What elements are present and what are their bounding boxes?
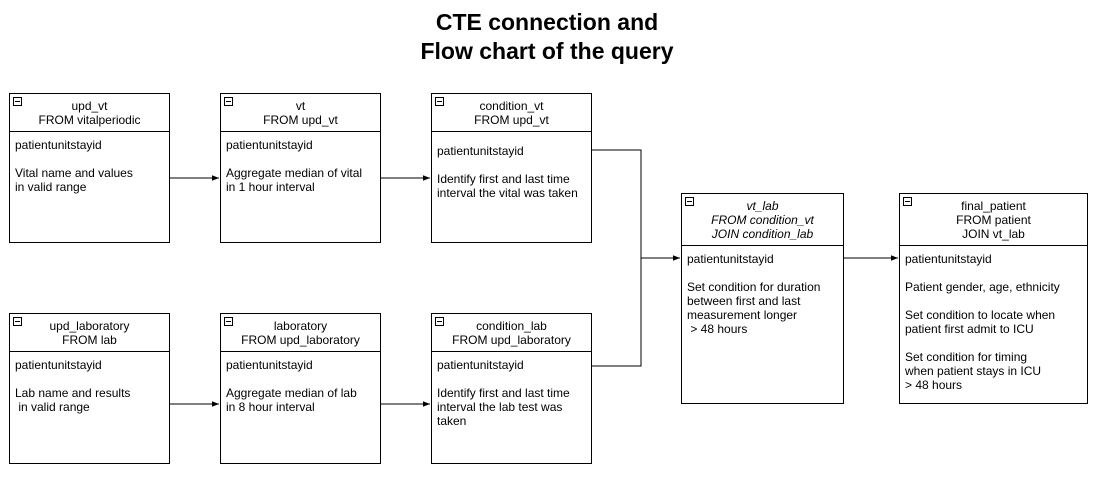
node-vt-lab-source: FROM condition_vt xyxy=(711,213,814,227)
node-laboratory-desc-2: in 8 hour interval xyxy=(226,400,315,414)
node-upd-laboratory-source: FROM lab xyxy=(62,333,117,347)
node-vt[interactable]: vt FROM upd_vt patientunitstayid Aggrega… xyxy=(220,93,381,243)
node-condition-vt-header: condition_vt FROM upd_vt xyxy=(432,94,591,132)
collapse-icon[interactable] xyxy=(435,317,444,326)
node-final-patient-source: FROM patient xyxy=(956,213,1031,227)
node-vt-lab-name: vt_lab xyxy=(746,199,779,213)
node-vt-name: vt xyxy=(295,99,306,113)
node-condition-lab-header: condition_lab FROM upd_laboratory xyxy=(432,314,591,352)
node-condition-vt-desc-2: interval the vital was taken xyxy=(437,186,578,200)
collapse-icon[interactable] xyxy=(903,197,912,206)
node-laboratory-desc-1: Aggregate median of lab xyxy=(226,386,357,400)
node-upd-laboratory-key: patientunitstayid xyxy=(15,358,102,372)
node-upd-vt[interactable]: upd_vt FROM vitalperiodic patientunitsta… xyxy=(9,93,170,243)
node-condition-lab-name: condition_lab xyxy=(476,319,547,333)
edge-condition-vt-to-vt-lab xyxy=(592,149,680,261)
node-vt-lab-join: JOIN condition_lab xyxy=(711,227,814,241)
collapse-icon[interactable] xyxy=(13,317,22,326)
node-condition-vt-name: condition_vt xyxy=(479,99,544,113)
node-final-patient[interactable]: final_patient FROM patient JOIN vt_lab p… xyxy=(899,193,1088,404)
collapse-icon[interactable] xyxy=(13,97,22,106)
node-final-patient-desc2-2: patient first admit to ICU xyxy=(905,322,1034,336)
node-final-patient-desc3-2: when patient stays in ICU xyxy=(905,364,1042,378)
node-vt-desc-1: Aggregate median of vital xyxy=(226,166,363,180)
node-condition-lab-desc-1: Identify first and last time xyxy=(437,386,570,400)
node-upd-vt-desc-2: in valid range xyxy=(15,180,87,194)
diagram-title: CTE connection and Flow chart of the que… xyxy=(0,8,1094,66)
node-upd-laboratory-desc-1: Lab name and results xyxy=(15,386,131,400)
node-vt-lab-desc-1: Set condition for duration xyxy=(687,280,821,294)
node-condition-vt-body: patientunitstayid Identify first and las… xyxy=(432,132,591,200)
collapse-icon[interactable] xyxy=(224,317,233,326)
node-vt-lab-key: patientunitstayid xyxy=(687,252,774,266)
collapse-icon[interactable] xyxy=(685,197,694,206)
node-laboratory-source: FROM upd_laboratory xyxy=(241,333,360,347)
collapse-icon[interactable] xyxy=(435,97,444,106)
node-laboratory-key: patientunitstayid xyxy=(226,358,313,372)
node-condition-vt-source: FROM upd_vt xyxy=(474,113,549,127)
node-condition-lab-desc-3: taken xyxy=(437,414,467,428)
title-line-2: Flow chart of the query xyxy=(420,38,674,64)
node-condition-vt[interactable]: condition_vt FROM upd_vt patientunitstay… xyxy=(431,93,592,243)
node-upd-vt-header: upd_vt FROM vitalperiodic xyxy=(10,94,169,132)
node-vt-body: patientunitstayid Aggregate median of vi… xyxy=(221,132,380,194)
node-vt-header: vt FROM upd_vt xyxy=(221,94,380,132)
node-upd-laboratory[interactable]: upd_laboratory FROM lab patientunitstayi… xyxy=(9,313,170,464)
node-vt-lab-header: vt_lab FROM condition_vt JOIN condition_… xyxy=(682,194,843,246)
node-vt-lab-desc-4: > 48 hours xyxy=(687,322,748,336)
node-vt-key: patientunitstayid xyxy=(226,138,313,152)
collapse-icon[interactable] xyxy=(224,97,233,106)
edge-condition-lab-to-vt-lab xyxy=(592,258,642,367)
node-upd-laboratory-desc-2: in valid range xyxy=(15,400,90,414)
node-final-patient-header: final_patient FROM patient JOIN vt_lab xyxy=(900,194,1087,246)
node-upd-vt-desc-1: Vital name and values xyxy=(15,166,133,180)
node-condition-vt-desc-1: Identify first and last time xyxy=(437,172,570,186)
node-condition-lab-desc-2: interval the lab test was xyxy=(437,400,563,414)
node-upd-vt-source: FROM vitalperiodic xyxy=(38,113,141,127)
node-final-patient-desc3-1: Set condition for timing xyxy=(905,350,1028,364)
node-upd-laboratory-header: upd_laboratory FROM lab xyxy=(10,314,169,352)
node-vt-lab-body: patientunitstayid Set condition for dura… xyxy=(682,246,843,336)
node-vt-desc-2: in 1 hour interval xyxy=(226,180,315,194)
node-laboratory-body: patientunitstayid Aggregate median of la… xyxy=(221,352,380,414)
node-upd-laboratory-body: patientunitstayid Lab name and results i… xyxy=(10,352,169,414)
node-laboratory-header: laboratory FROM upd_laboratory xyxy=(221,314,380,352)
node-upd-vt-name: upd_vt xyxy=(71,99,108,113)
node-final-patient-join: JOIN vt_lab xyxy=(962,227,1025,241)
node-final-patient-key: patientunitstayid xyxy=(905,252,992,266)
node-vt-lab[interactable]: vt_lab FROM condition_vt JOIN condition_… xyxy=(681,193,844,404)
node-laboratory-name: laboratory xyxy=(273,319,328,333)
node-vt-lab-desc-3: measurement longer xyxy=(687,308,798,322)
node-final-patient-desc2-1: Set condition to locate when xyxy=(905,308,1056,322)
node-final-patient-desc1-1: Patient gender, age, ethnicity xyxy=(905,280,1060,294)
node-vt-source: FROM upd_vt xyxy=(263,113,338,127)
title-line-1: CTE connection and xyxy=(435,9,659,35)
node-upd-vt-body: patientunitstayid Vital name and values … xyxy=(10,132,169,194)
node-upd-laboratory-name: upd_laboratory xyxy=(49,319,130,333)
node-upd-vt-key: patientunitstayid xyxy=(15,138,102,152)
node-final-patient-desc3-3: > 48 hours xyxy=(905,378,963,392)
node-condition-lab-source: FROM upd_laboratory xyxy=(452,333,571,347)
node-condition-lab-body: patientunitstayid Identify first and las… xyxy=(432,352,591,428)
node-condition-vt-key: patientunitstayid xyxy=(437,144,524,158)
node-laboratory[interactable]: laboratory FROM upd_laboratory patientun… xyxy=(220,313,381,464)
node-final-patient-name: final_patient xyxy=(961,199,1026,213)
node-condition-lab-key: patientunitstayid xyxy=(437,358,524,372)
node-condition-lab[interactable]: condition_lab FROM upd_laboratory patien… xyxy=(431,313,592,464)
node-final-patient-body: patientunitstayid Patient gender, age, e… xyxy=(900,246,1087,392)
node-vt-lab-desc-2: between first and last xyxy=(687,294,801,308)
